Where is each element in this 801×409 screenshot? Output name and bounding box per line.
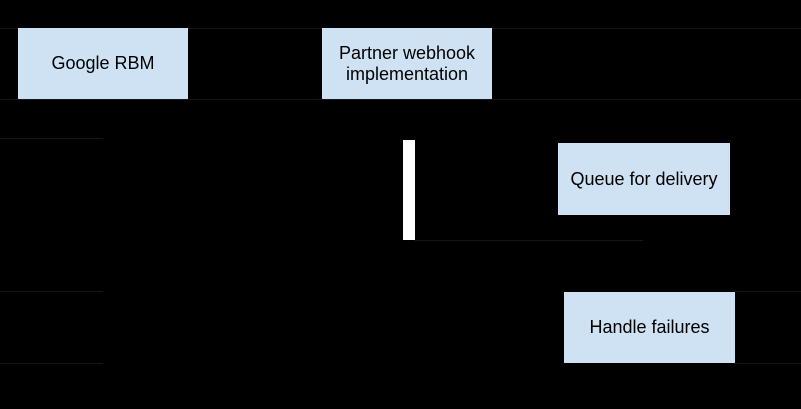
node-handle-failures-label: Handle failures [589, 317, 710, 338]
node-handle-failures: Handle failures [564, 292, 735, 363]
node-partner-webhook-label: Partner webhook implementation [338, 42, 476, 84]
node-queue-for-delivery-label: Queue for delivery [570, 168, 718, 189]
activation-bar [403, 140, 415, 240]
message-line-3-left [0, 291, 103, 292]
participant-row-bottom-line [0, 99, 801, 100]
message-line-3-right [735, 291, 801, 292]
message-line-4-right [735, 363, 801, 364]
message-line-1 [0, 138, 103, 139]
node-google-rbm-label: Google RBM [51, 53, 155, 74]
node-queue-for-delivery: Queue for delivery [558, 143, 730, 215]
node-partner-webhook: Partner webhook implementation [322, 28, 492, 99]
message-line-4-left [0, 363, 103, 364]
message-line-2 [415, 240, 643, 241]
node-google-rbm: Google RBM [18, 28, 188, 99]
